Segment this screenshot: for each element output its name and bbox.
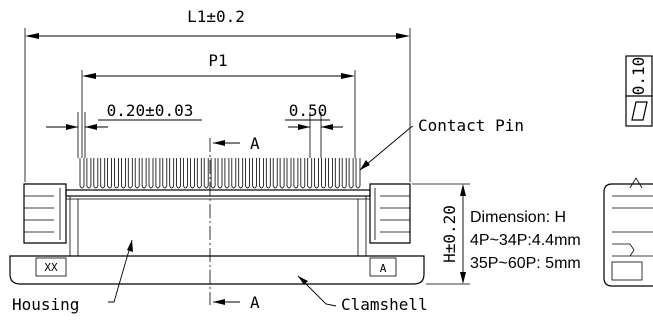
contact-pin <box>107 158 112 189</box>
contact-pin <box>265 158 271 189</box>
contact-pin <box>169 158 175 189</box>
contact-pin <box>155 158 161 189</box>
contact-pin <box>328 158 333 189</box>
contact-pin <box>148 158 154 189</box>
flatness-icon <box>631 101 648 121</box>
flatness-value: 0.10 <box>629 57 648 96</box>
pin-width-dimension: 0.20±0.03 <box>46 101 202 158</box>
side-view <box>603 177 653 287</box>
connector-body: XX A <box>9 183 425 285</box>
contact-pin <box>114 158 119 189</box>
clamshell-label: Clamshell <box>341 295 428 314</box>
contact-pin <box>86 158 92 189</box>
pitch-label: 0.50 <box>289 101 328 120</box>
section-label-bottom: A <box>250 293 260 312</box>
contact-pin <box>217 158 223 189</box>
right-marking: A <box>380 262 387 275</box>
contact-pin <box>259 158 264 189</box>
contact-pin <box>79 158 85 189</box>
contact-pin <box>238 158 244 189</box>
contact-pin <box>210 158 216 189</box>
contact-pin <box>355 158 361 189</box>
contact-pin <box>224 158 230 189</box>
contact-pins <box>79 158 361 189</box>
housing-label: Housing <box>12 295 79 314</box>
contact-pin <box>334 158 340 189</box>
contact-pin <box>190 158 195 189</box>
pitch-dimension: 0.50 <box>285 101 343 158</box>
dimension-row-2: 35P~60P: 5mm <box>470 255 581 272</box>
dimension-row-1: 4P~34P:4.4mm <box>470 232 581 249</box>
l1-dimension: L1±0.2 <box>24 7 411 182</box>
contact-pin <box>121 158 126 189</box>
contact-pin <box>100 158 106 189</box>
left-marking: XX <box>44 261 58 274</box>
contact-pin <box>286 158 292 189</box>
contact-pin <box>203 158 209 189</box>
contact-pin <box>300 158 306 189</box>
contact-pin <box>341 158 347 189</box>
contact-pin <box>176 158 181 189</box>
contact-pin <box>279 158 285 189</box>
section-label-top: A <box>250 134 260 153</box>
dimension-notes: Dimension: H 4P~34P:4.4mm 35P~60P: 5mm <box>470 209 581 272</box>
pin-width-label: 0.20±0.03 <box>107 101 194 120</box>
flatness-frame: 0.10 <box>625 55 653 127</box>
l1-label: L1±0.2 <box>187 7 245 26</box>
contact-pin <box>307 158 313 189</box>
contact-pin <box>245 158 250 189</box>
contact-pin-label: Contact Pin <box>418 116 524 135</box>
contact-pin <box>196 158 202 189</box>
p1-label: P1 <box>208 51 227 70</box>
contact-pin <box>348 158 354 189</box>
contact-pin <box>314 158 319 189</box>
contact-pin <box>141 158 147 189</box>
dimension-title: Dimension: H <box>470 209 566 226</box>
housing-callout: Housing <box>12 239 133 314</box>
p1-dimension: P1 <box>81 51 356 158</box>
contact-pin <box>272 158 278 189</box>
section-line: A A <box>209 134 260 312</box>
contact-pin <box>93 158 99 189</box>
contact-pin <box>162 158 168 189</box>
contact-pin <box>321 158 326 189</box>
contact-pin <box>293 158 299 189</box>
contact-pin <box>127 158 133 189</box>
contact-pin <box>252 158 257 189</box>
contact-pin-callout: Contact Pin <box>359 116 524 171</box>
height-label: H±0.20 <box>440 205 459 263</box>
clamshell-callout: Clamshell <box>297 275 428 314</box>
contact-pin <box>231 158 237 189</box>
contact-pin <box>134 158 140 189</box>
contact-pin <box>183 158 188 189</box>
height-dimension: H±0.20 <box>412 183 470 285</box>
